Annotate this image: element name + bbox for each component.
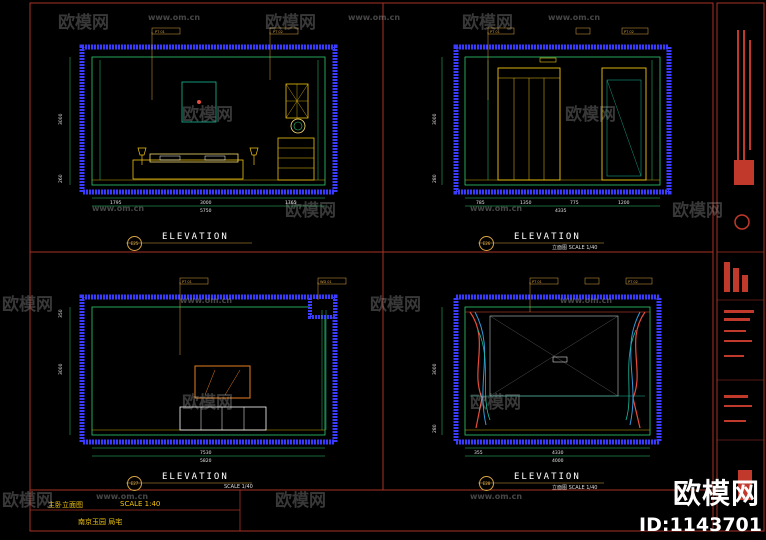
panel-3-tag: E27: [127, 476, 142, 491]
dim-p4-2: 4330: [552, 450, 564, 456]
panel-4-title: ELEVATION: [514, 472, 581, 482]
panel-1-elevation: [69, 27, 338, 207]
dim-p1-base: 260: [58, 174, 64, 183]
footer-drawing-name: 主卧立面图: [48, 501, 83, 509]
panel-2-elevation: [441, 27, 672, 207]
tag-wd01-p3: WD 01: [320, 280, 332, 284]
panel-2-title: ELEVATION: [514, 232, 581, 242]
dim-p2-base: 280: [432, 174, 438, 183]
tag-pt01-p2: PT 01: [490, 30, 500, 34]
dim-p3-top: 350: [58, 309, 64, 318]
sheet-frame: [29, 2, 714, 532]
dim-p4-base: 280: [432, 424, 438, 433]
panel-3-elevation: [69, 277, 347, 457]
dim-p2-height: 3000: [432, 113, 438, 125]
tag-pt01-p3: PT 01: [182, 280, 192, 284]
dim-p2-2: 1350: [520, 200, 532, 206]
brand-logo-text: 欧模网: [672, 477, 760, 510]
panel-1-title: ELEVATION: [162, 232, 229, 242]
tag-pt01-p1: PT 01: [155, 30, 165, 34]
dim-p2-4: 1200: [618, 200, 630, 206]
dim-p2-1: 785: [476, 200, 485, 206]
dim-p1-3: 1765: [285, 200, 297, 206]
dim-p4-3: 4000: [552, 458, 564, 464]
footer-scale: SCALE 1:40: [120, 500, 161, 508]
dim-p1-4: 5750: [200, 208, 212, 214]
tag-pt01-p4: PT 01: [532, 280, 542, 284]
dim-p2-5: 4335: [555, 208, 567, 214]
panel-1-tag: E25: [127, 236, 142, 251]
dim-p4-height: 3000: [432, 363, 438, 375]
dim-p3-height: 3000: [58, 363, 64, 375]
dim-p1-2: 3000: [200, 200, 212, 206]
panel-3-subtitle: SCALE 1/40: [224, 484, 253, 490]
dim-p1-1: 1795: [110, 200, 122, 206]
footer-project: 南京玉园 局宅: [78, 518, 123, 526]
dim-p4-1: 355: [474, 450, 483, 456]
tag-pt02-p1: PT 02: [273, 30, 283, 34]
panel-2-tag: E26: [479, 236, 494, 251]
tag-pt02-p4: PT 02: [628, 280, 638, 284]
panel-2-subtitle: 立面图 SCALE 1/40: [552, 245, 598, 251]
dim-p1-height: 3000: [58, 113, 64, 125]
panel-4-elevation: [441, 277, 662, 457]
panel-3-title: ELEVATION: [162, 472, 229, 482]
panel-4-tag: E28: [479, 476, 494, 491]
dim-p2-3: 775: [570, 200, 579, 206]
dim-p3-2: 5820: [200, 458, 212, 464]
panel-4-subtitle: 立面图 SCALE 1/40: [552, 485, 598, 491]
tag-pt02-p2: PT 02: [624, 30, 634, 34]
title-block: [716, 2, 765, 532]
dim-p3-1: 7530: [200, 450, 212, 456]
brand-id: ID:1143701: [639, 514, 762, 536]
